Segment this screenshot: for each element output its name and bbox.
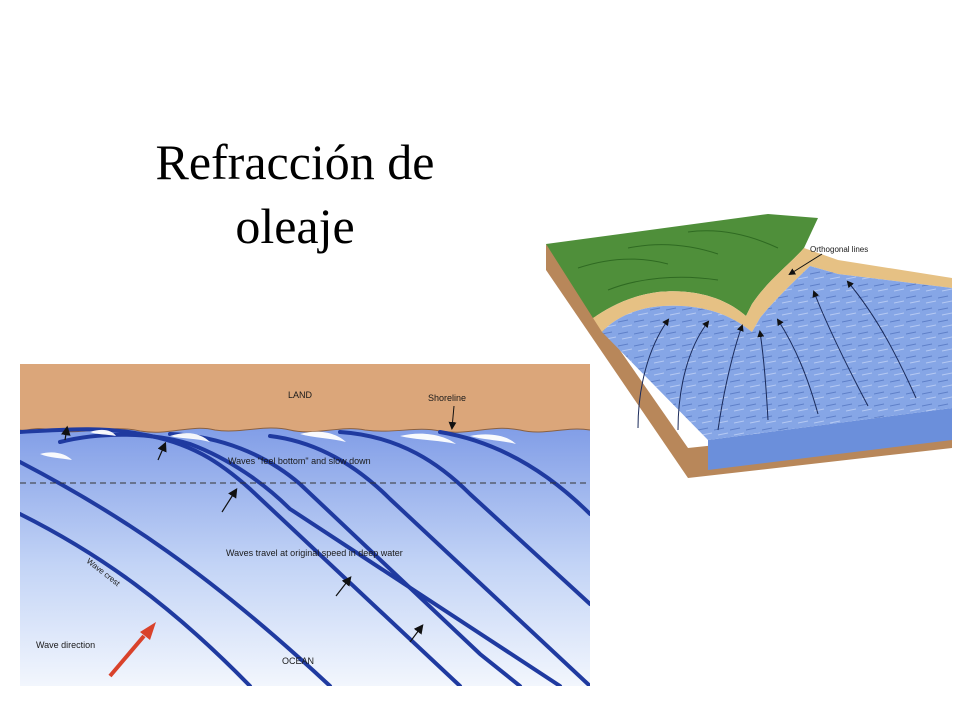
shoreline-pointer — [448, 405, 457, 430]
wave-direction-label: Wave direction — [36, 640, 95, 650]
wave-crest-line — [438, 430, 590, 516]
orthogonal-pointer — [788, 253, 823, 276]
shoreline-label: Shoreline — [428, 393, 466, 403]
land-area — [20, 364, 590, 433]
arrow-icon — [61, 425, 71, 441]
arrow-icon — [846, 280, 917, 399]
arrow-icon — [757, 330, 769, 421]
arrow-icon — [335, 576, 352, 597]
breaker-foam — [40, 429, 516, 460]
ocean-label: OCEAN — [282, 656, 314, 666]
headland-texture — [577, 230, 779, 291]
wave-refraction-diagram: LAND Shoreline Waves "feel bottom" and s… — [20, 364, 590, 686]
wave-crests — [20, 427, 590, 686]
arrow-icon — [812, 290, 869, 407]
orthogonal-arrows — [61, 425, 424, 643]
arrow-icon — [221, 487, 238, 513]
slide-title: Refracción de oleaje — [80, 130, 510, 258]
block-side-earth — [546, 244, 688, 478]
arrow-icon — [637, 318, 670, 429]
deep-water-label: Waves travel at original speed in deep w… — [226, 548, 403, 558]
arrow-icon — [677, 320, 710, 431]
headland-land — [546, 214, 818, 318]
wave-direction-arrow-icon — [108, 622, 156, 678]
arrow-icon — [409, 624, 424, 643]
water-surface — [602, 266, 952, 440]
beach-sand — [593, 248, 952, 332]
wave-crest-line — [20, 512, 252, 686]
land-label: LAND — [288, 390, 313, 400]
orthogonal-lines-label: Orthogonal lines — [810, 245, 868, 254]
wave-crest-line — [268, 434, 590, 686]
title-line-2: oleaje — [235, 198, 355, 254]
headland-refraction-diagram: Orthogonal lines — [546, 214, 952, 478]
title-line-1: Refracción de — [155, 134, 435, 190]
arrow-icon — [717, 324, 744, 431]
arrow-icon — [157, 441, 167, 461]
block-front-water — [708, 408, 952, 470]
feel-bottom-label: Waves "feel bottom" and slow down — [228, 456, 371, 466]
wave-crest-line — [58, 432, 562, 686]
orthogonal-lines — [637, 280, 917, 431]
wave-crest-line — [338, 430, 590, 606]
arrow-icon — [776, 318, 819, 415]
wave-crest-line — [20, 460, 332, 686]
